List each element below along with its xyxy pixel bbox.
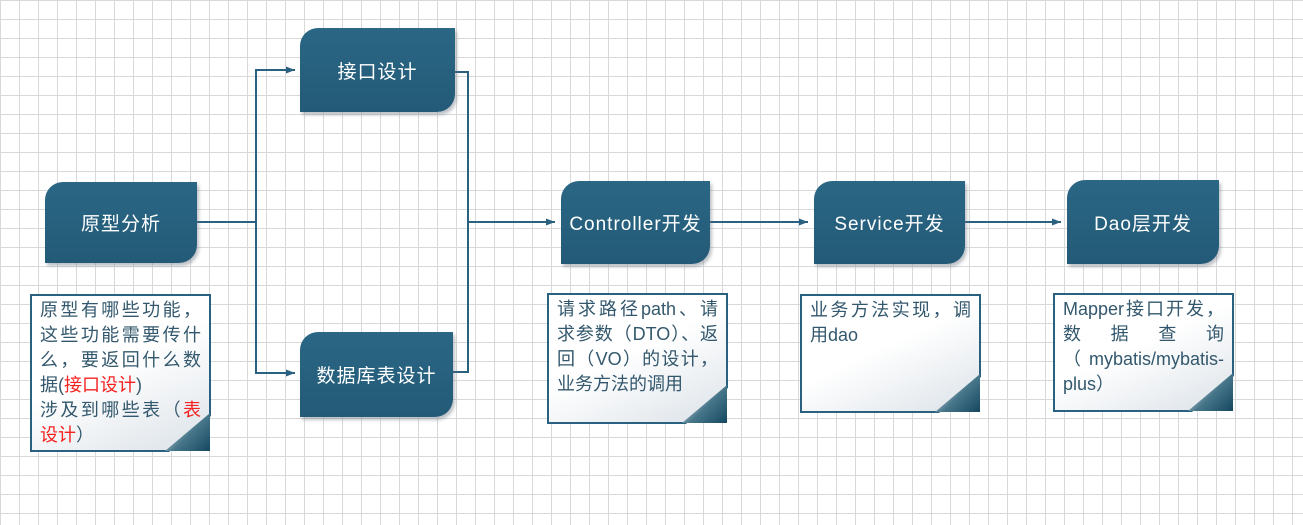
- note-paper: [1053, 293, 1234, 412]
- note-text: 原型有哪些功能，这些功能需要传什么，要返回什么数据(接口设计) 涉及到哪些表（表…: [40, 298, 201, 448]
- node-label: Service开发: [834, 214, 945, 235]
- connector-merge-line: [452, 71, 469, 373]
- sticky-note-prototype: 原型有哪些功能，这些功能需要传什么，要返回什么数据(接口设计) 涉及到哪些表（表…: [30, 294, 211, 452]
- note-text: 业务方法实现，调用dao: [810, 300, 971, 345]
- flow-node-controller-dev: Controller开发: [561, 181, 710, 264]
- node-label: Dao层开发: [1094, 213, 1192, 235]
- flow-node-service-dev: Service开发: [814, 181, 965, 264]
- note-text-segment: 原型有哪些功能，这些功能需要传什么，要返回什么数据(: [40, 300, 201, 395]
- sticky-note-service: 业务方法实现，调用dao: [800, 294, 981, 413]
- sticky-note-controller: 请求路径path、请求参数（DTO）、返回（VO）的设计，业务方法的调用: [547, 293, 728, 424]
- connector-branch-to-api-design: [255, 66, 295, 222]
- note-paper: [30, 294, 211, 452]
- note-text-segment: ）: [76, 425, 94, 445]
- note-text-highlight: 接口设计: [64, 375, 136, 395]
- node-label: 原型分析: [80, 214, 161, 235]
- flow-node-db-table-design: 数据库表设计: [300, 332, 453, 417]
- flow-node-dao-dev: Dao层开发: [1067, 180, 1219, 264]
- note-paper: [547, 293, 728, 424]
- note-text: 请求路径path、请求参数（DTO）、返回（VO）的设计，业务方法的调用: [557, 299, 718, 394]
- flow-node-api-design: 接口设计: [300, 28, 455, 112]
- node-label: Controller开发: [569, 214, 702, 235]
- note-text-segment: ) 涉及到哪些表（: [40, 375, 183, 420]
- flow-node-prototype-analysis: 原型分析: [45, 182, 197, 263]
- sticky-note-dao: Mapper接口开发，数据查询（mybatis/mybatis-plus）: [1053, 293, 1234, 412]
- node-label: 接口设计: [337, 61, 418, 83]
- note-text: Mapper接口开发，数据查询（mybatis/mybatis-plus）: [1063, 299, 1224, 394]
- node-label: 数据库表设计: [316, 366, 437, 387]
- connector-branch-to-db-design: [255, 222, 295, 377]
- note-text-highlight: 表设计: [40, 400, 201, 445]
- note-paper: [800, 294, 981, 413]
